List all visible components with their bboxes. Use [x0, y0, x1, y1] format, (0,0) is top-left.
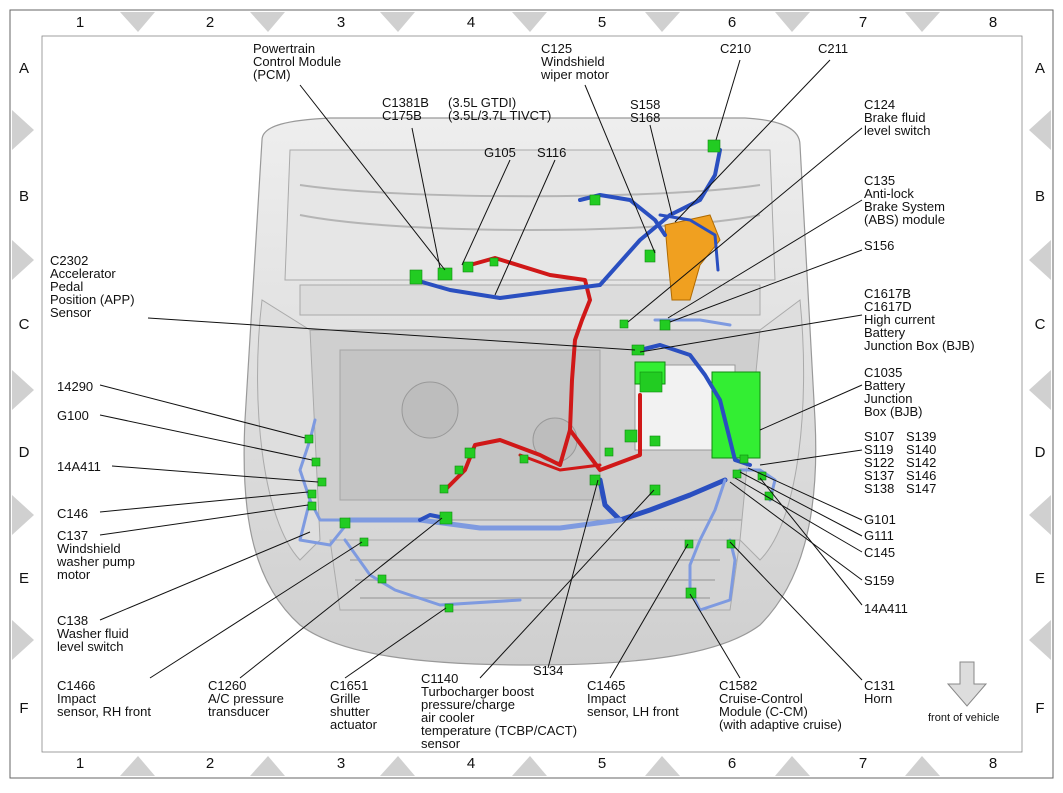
label-c138: C138 Washer fluid level switch [57, 613, 129, 654]
grid-col-8-top: 8 [988, 14, 998, 31]
grid-row-d-left: D [18, 444, 30, 461]
label-c210: C210 [720, 41, 752, 56]
grid-col-7-bottom: 7 [858, 755, 868, 772]
brake-reservoir [664, 214, 721, 301]
grid-col-6-top: 6 [727, 14, 737, 31]
front-arrow-icon [946, 661, 988, 707]
grid-col-4-top: 4 [466, 14, 476, 31]
label-c146: C146 [57, 506, 89, 521]
label-g105: G105 [484, 145, 516, 160]
label-14a411-left: 14A411 [57, 459, 101, 474]
grid-row-f-right: F [1035, 700, 1045, 717]
label-c1465: C1465 Impact sensor, LH front [587, 678, 679, 719]
label-c1582: C1582 Cruise-Control Module (C-CM) (with… [719, 678, 842, 732]
grid-col-5-bottom: 5 [597, 755, 607, 772]
label-c125: C125 Windshield wiper motor [541, 41, 609, 82]
grid-col-1-bottom: 1 [75, 755, 85, 772]
grid-col-3-top: 3 [336, 14, 346, 31]
label-c1381b-c175b: C1381B C175B [382, 95, 429, 123]
label-c1140: C1140 Turbocharger boost pressure/charge… [421, 671, 578, 751]
label-s159: S159 [864, 573, 895, 588]
label-s134: S134 [533, 663, 564, 678]
label-g100: G100 [57, 408, 89, 423]
grid-col-4-bottom: 4 [466, 755, 476, 772]
label-c137: C137 Windshield washer pump motor [57, 528, 136, 582]
label-14a411-right: 14A411 [864, 601, 908, 616]
grid-row-f-left: F [19, 700, 29, 717]
grid-row-a-right: A [1034, 60, 1045, 77]
callout-lines [99, 59, 863, 681]
label-s116: S116 [537, 145, 567, 160]
label-pcm: Powertrain Control Module (PCM) [253, 41, 342, 82]
grid-col-2-bottom: 2 [205, 755, 215, 772]
label-g101: G101 [864, 512, 896, 527]
connectors [304, 139, 774, 613]
label-c1035: C1035 Battery Junction Box (BJB) [864, 365, 923, 419]
grid-col-8-bottom: 8 [988, 755, 998, 772]
grid-row-c-right: C [1034, 316, 1046, 333]
grid-row-b-right: B [1034, 188, 1045, 205]
label-engine-variants: (3.5L GTDI) (3.5L/3.7L TIVCT) [448, 95, 552, 123]
grid-row-d-right: D [1034, 444, 1046, 461]
label-c1466: C1466 Impact sensor, RH front [57, 678, 151, 719]
grid-row-e-left: E [18, 570, 29, 587]
label-c1260: C1260 A/C pressure transducer [208, 678, 284, 719]
label-s158-s168: S158 S168 [630, 97, 661, 125]
grid-col-3-bottom: 3 [336, 755, 346, 772]
grid-col-7-top: 7 [858, 14, 868, 31]
label-c1617: C1617B C1617D High current Battery Junct… [864, 286, 975, 353]
label-c1651: C1651 Grille shutter actuator [330, 678, 377, 732]
label-c2302: C2302 Accelerator Pedal Position (APP) S… [50, 253, 135, 320]
grid-col-2-top: 2 [205, 14, 215, 31]
label-c131: C131 Horn [864, 678, 896, 706]
grid-markers [12, 12, 1051, 776]
grid-row-a-left: A [18, 60, 29, 77]
inner-frame [41, 35, 1023, 753]
label-c124: C124 Brake fluid level switch [864, 97, 931, 138]
label-front-of-vehicle: front of vehicle [928, 712, 1000, 724]
label-c135: C135 Anti-lock Brake System (ABS) module [864, 173, 945, 227]
label-splices-b: S139 S140 S142 S146 S147 [906, 429, 937, 496]
label-14290: 14290 [57, 379, 94, 394]
grid-row-c-left: C [18, 316, 30, 333]
grid-col-5-top: 5 [597, 14, 607, 31]
grid-row-b-left: B [18, 188, 29, 205]
grid-col-6-bottom: 6 [727, 755, 737, 772]
label-s156: S156 [864, 238, 895, 253]
label-g111: G111 [864, 528, 894, 543]
label-c211: C211 [818, 41, 849, 56]
label-splices-a: S107 S119 S122 S137 S138 [864, 429, 895, 496]
grid-col-1-top: 1 [75, 14, 85, 31]
grid-row-e-right: E [1034, 570, 1045, 587]
label-c145: C145 [864, 545, 896, 560]
